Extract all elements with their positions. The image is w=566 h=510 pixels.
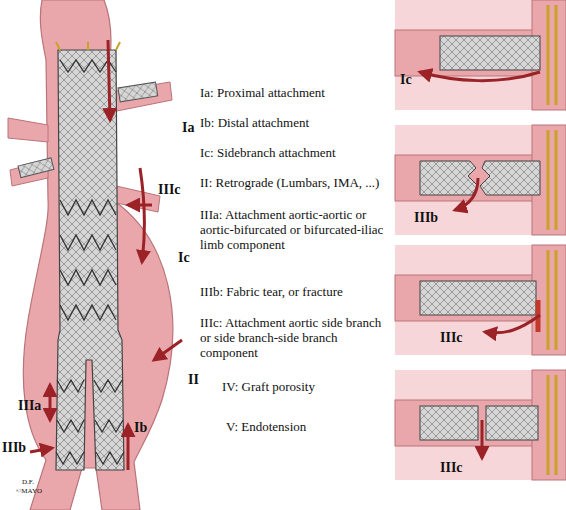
aortic-wall [532,245,566,355]
callout-label: IIIb [2,440,26,456]
detail-panel [395,370,566,480]
detail-panel [395,245,566,355]
key-entry: Ia: Proximal attachment [200,86,395,101]
renal-artery [8,118,48,142]
panel-background [395,0,566,110]
panel-label: Ic [400,72,412,88]
stent-ring [60,305,116,320]
branch-stent [18,158,54,178]
callout-label: Ib [134,420,147,436]
stent-ring [56,452,124,464]
fixation-barb [56,42,120,50]
key-entry: IIIb: Fabric tear, or fracture [200,285,395,300]
callout-label: IIIa [18,398,41,414]
leak-arrow [49,385,52,420]
main-graft-edge [548,250,556,350]
branch-graft [420,406,478,440]
leak-arrow [127,425,130,470]
leak-arrow [420,72,540,81]
panel-background [395,245,566,355]
branch-vessel [395,275,535,321]
callout-label: II [188,372,199,388]
leak-arrow [140,168,144,262]
callout-label: Ic [178,250,190,266]
branch-graft [420,281,536,315]
stent-ring [60,235,116,250]
renal-artery [110,82,172,112]
main-graft-edge [548,5,556,105]
detail-panel [395,0,566,110]
torn-graft [420,161,478,195]
leak-arrow [455,178,478,210]
leak-arrow [30,448,52,452]
stent-ring [57,380,122,392]
detail-panel [395,125,566,235]
panel-label: IIIb [414,210,438,226]
stent-graft [56,50,124,470]
branch-graft [440,36,540,70]
panel-background [395,125,566,235]
leak-arrow [108,40,110,120]
key-entry: IIIc: Attachment aortic side branch or s… [200,316,390,361]
main-graft-edge [548,375,556,475]
leak-arrow [128,204,152,207]
leak-arrow [481,420,484,458]
torn-graft [480,161,540,195]
key-entry: IIIa: Attachment aortic-aortic or aortic… [200,208,395,253]
branch-graft [486,406,538,440]
leak-arrow [485,315,540,333]
panel-background [395,370,566,480]
credit-mark: D.F. [22,478,34,486]
callout-label: IIIc [158,182,181,198]
key-entry: II: Retrograde (Lumbars, IMA, ...) [200,176,400,191]
key-entry: IV: Graft porosity [222,380,392,395]
panel-label: IIIc [440,330,463,346]
key-entry: Ic: Sidebranch attachment [200,146,395,161]
main-graft-edge [548,130,556,230]
panel-label: IIIc [440,460,463,476]
credit-mark: ©MAYO [16,487,42,495]
key-entry: Ib: Distal attachment [200,116,395,131]
leak-arrow [154,340,182,360]
aneurysm-sac [23,0,172,510]
stent-ring [57,420,123,432]
branch-stent [118,82,158,102]
key-entry: V: Endotension [226,420,396,435]
stent-ring [60,270,116,285]
side-branch [112,185,160,212]
callout-label: Ia [182,120,194,136]
stent-ring [60,200,116,215]
